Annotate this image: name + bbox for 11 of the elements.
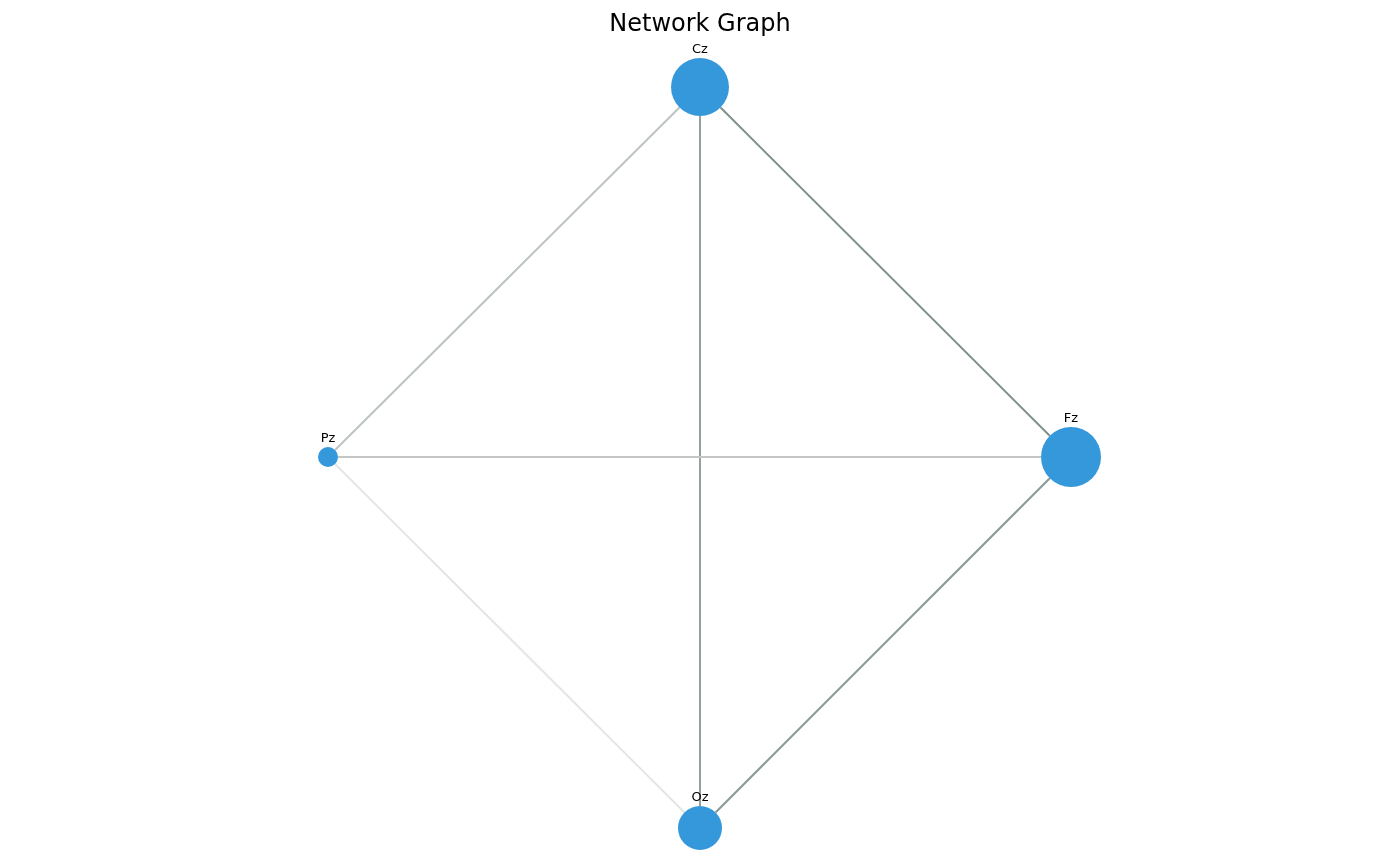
edge-line bbox=[699, 115, 701, 807]
edge-line bbox=[334, 106, 681, 451]
edge-line bbox=[337, 456, 1042, 458]
edge-line bbox=[334, 463, 686, 814]
chart-title: Network Graph bbox=[609, 9, 791, 37]
node-label: Oz bbox=[691, 789, 709, 804]
edge-line bbox=[714, 477, 1051, 814]
edge-line bbox=[719, 106, 1051, 437]
node-label: Fz bbox=[1063, 410, 1079, 425]
node-label: Cz bbox=[692, 41, 708, 56]
node-label: Pz bbox=[320, 430, 336, 445]
